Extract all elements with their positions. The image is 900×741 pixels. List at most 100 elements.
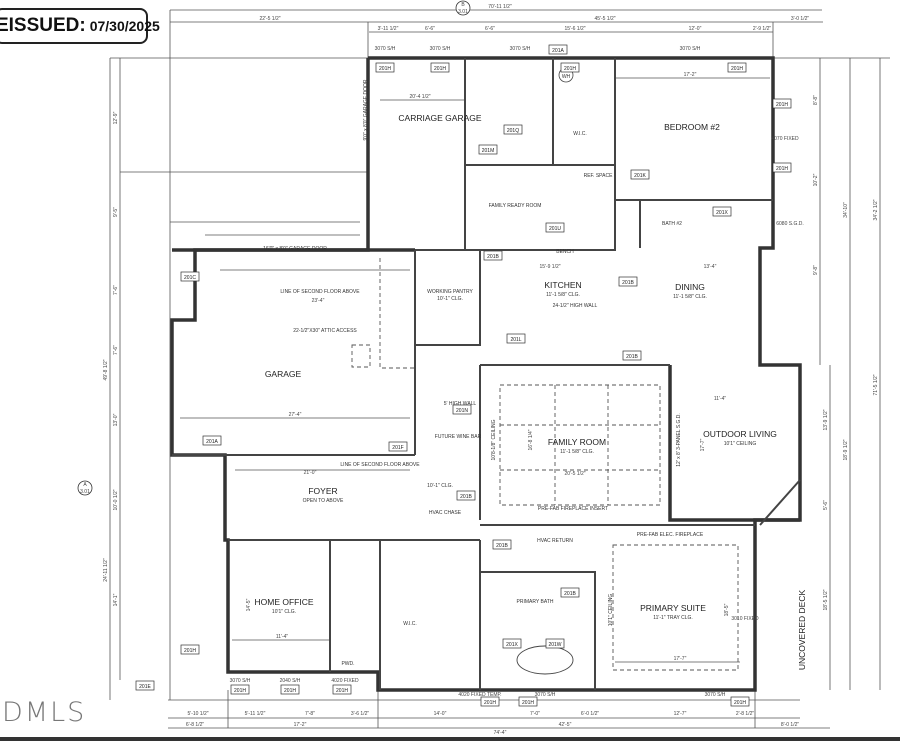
svg-text:15'-6 1/2": 15'-6 1/2" [564, 26, 585, 32]
svg-text:24-1/2" HIGH WALL: 24-1/2" HIGH WALL [553, 303, 598, 309]
svg-text:201B: 201B [626, 354, 638, 360]
door-tag: 201B [456, 490, 476, 501]
room-primary-suite: PRIMARY SUITE [640, 603, 706, 613]
door-tag: 201B [622, 350, 642, 361]
svg-text:8'-0 1/2": 8'-0 1/2" [781, 722, 800, 728]
door-tag: 201L [506, 333, 526, 344]
svg-text:201H: 201H [731, 66, 743, 72]
window-type-label: 2040 S/H [280, 678, 301, 684]
svg-text:201B: 201B [564, 591, 576, 597]
window-tag: 201H [180, 644, 200, 655]
svg-text:12' x 8' 3-PANEL S.G.D.: 12' x 8' 3-PANEL S.G.D. [676, 413, 682, 467]
section-marker-a: A 3.01 [77, 480, 93, 496]
svg-text:14'-0": 14'-0" [434, 711, 447, 717]
svg-text:10'-1" CLG.: 10'-1" CLG. [437, 296, 463, 302]
window-type-label: 3070 S/H [535, 692, 556, 698]
svg-text:14'-5": 14'-5" [246, 598, 252, 611]
svg-text:5'-10 1/2": 5'-10 1/2" [187, 711, 208, 717]
svg-text:3.01: 3.01 [80, 489, 90, 495]
room-home-office: HOME OFFICE [254, 597, 313, 607]
door-tag: 201B [492, 539, 512, 550]
svg-text:15'-9 1/2": 15'-9 1/2" [539, 264, 560, 270]
room-wic-upper: W.I.C. [573, 131, 587, 137]
door-tag: 201U [545, 222, 565, 233]
svg-text:201B: 201B [460, 494, 472, 500]
room-kitchen: KITCHEN [544, 280, 581, 290]
svg-text:201H: 201H [776, 102, 788, 108]
svg-text:201W: 201W [548, 642, 561, 648]
window-type-label: 3070 S/H [430, 46, 451, 52]
svg-text:22-1/2"X30" ATTIC ACCESS: 22-1/2"X30" ATTIC ACCESS [293, 328, 357, 334]
svg-text:17'-2": 17'-2" [684, 72, 697, 78]
svg-text:201H: 201H [336, 688, 348, 694]
room-future-wine-bar: FUTURE WINE BAR [435, 434, 482, 440]
svg-text:201B: 201B [496, 543, 508, 549]
reissued-badge: REISSUED: 07/30/2025 [0, 8, 160, 44]
window-tag: 201H [560, 62, 580, 73]
svg-text:201H: 201H [184, 648, 196, 654]
svg-text:21'-0": 21'-0" [304, 470, 317, 476]
svg-text:23'-4": 23'-4" [312, 298, 325, 304]
svg-text:10'-0 1/2": 10'-0 1/2" [113, 489, 119, 510]
svg-text:201L: 201L [510, 337, 521, 343]
svg-text:A: A [83, 482, 87, 488]
room-labels: CARRIAGE GARAGE BEDROOM #2 W.I.C. FAMILY… [254, 113, 807, 670]
svg-text:3'-6 1/2": 3'-6 1/2" [351, 711, 370, 717]
svg-text:201H: 201H [234, 688, 246, 694]
room-primary-bath: PRIMARY BATH [517, 599, 554, 605]
svg-text:7'-8": 7'-8" [305, 711, 315, 717]
room-outdoor-living: OUTDOOR LIVING [703, 429, 777, 439]
door-tag: 201B [483, 250, 503, 261]
window-tag: 201H [518, 696, 538, 707]
room-foyer: FOYER [308, 486, 337, 496]
svg-text:8'-8": 8'-8" [813, 95, 819, 105]
svg-text:2'-8 1/2": 2'-8 1/2" [736, 711, 755, 717]
svg-text:PRE-FAB ELEC. FIREPLACE: PRE-FAB ELEC. FIREPLACE [637, 532, 704, 538]
window-tag: 201H [430, 62, 450, 73]
svg-text:201U: 201U [549, 226, 561, 232]
svg-text:10'-1" CLG.: 10'-1" CLG. [427, 483, 453, 489]
svg-text:201H: 201H [564, 66, 576, 72]
svg-text:20'-5 1/2": 20'-5 1/2" [564, 471, 585, 477]
svg-text:B: B [461, 2, 465, 8]
svg-text:6'-6": 6'-6" [425, 26, 435, 32]
bathtub-icon [516, 645, 574, 675]
svg-text:201F: 201F [392, 445, 403, 451]
svg-text:16'0" x 8'0" GARAGE DOOR: 16'0" x 8'0" GARAGE DOOR [263, 246, 327, 252]
svg-text:12'-7": 12'-7" [674, 711, 687, 717]
room-bath-2: BATH #2 [662, 221, 682, 227]
svg-text:9'-8": 9'-8" [813, 265, 819, 275]
section-marker-b: B 3.01 [455, 0, 471, 16]
door-tag: 201B [560, 587, 580, 598]
room-garage: GARAGE [265, 369, 302, 379]
svg-text:17'-7": 17'-7" [674, 656, 687, 662]
svg-text:201Q: 201Q [507, 128, 519, 134]
svg-text:6'-6": 6'-6" [485, 26, 495, 32]
door-tag: 201F [388, 441, 408, 452]
ref-space-label: REF. SPACE [584, 173, 613, 179]
svg-text:201H: 201H [734, 700, 746, 706]
svg-text:9'0" x 8'0" GARAGE DOOR: 9'0" x 8'0" GARAGE DOOR [363, 79, 369, 140]
svg-text:201H: 201H [284, 688, 296, 694]
svg-text:OPEN TO ABOVE: OPEN TO ABOVE [303, 498, 344, 504]
dimension-labels: 70'-11 1/2" 22'-5 1/2" 45'-5 1/2" 3'-0 1… [103, 4, 879, 736]
window-type-label: 3010 FIXED [731, 616, 759, 622]
window-type-label: 3070 S/H [510, 46, 531, 52]
svg-text:22'-5 1/2": 22'-5 1/2" [259, 16, 280, 22]
svg-text:18'-5 1/2": 18'-5 1/2" [823, 589, 829, 610]
svg-text:201C: 201C [184, 275, 196, 281]
room-bedroom-2: BEDROOM #2 [664, 122, 720, 132]
door-tag: 201A [202, 435, 222, 446]
window-type-label: 3070 S/H [375, 46, 396, 52]
room-family-ready: FAMILY READY ROOM [489, 203, 542, 209]
door-tag: 201N [452, 404, 472, 415]
svg-text:11'-1 5/8" CLG.: 11'-1 5/8" CLG. [560, 449, 594, 455]
svg-text:6'-8 1/2": 6'-8 1/2" [186, 722, 205, 728]
door-tag: 201A [548, 44, 568, 55]
svg-text:11'-1" TRAY CLG.: 11'-1" TRAY CLG. [653, 615, 693, 621]
svg-text:WH: WH [562, 74, 571, 80]
svg-text:18'-5": 18'-5" [724, 603, 730, 616]
svg-text:PRE-FAB FIREPLACE INSERT: PRE-FAB FIREPLACE INSERT [538, 506, 608, 512]
svg-text:HVAC CHASE: HVAC CHASE [429, 510, 462, 516]
window-door-tags: 201H 201H 201H 201H 201H 201H 201H 201H 201H 201H… [135, 44, 804, 707]
